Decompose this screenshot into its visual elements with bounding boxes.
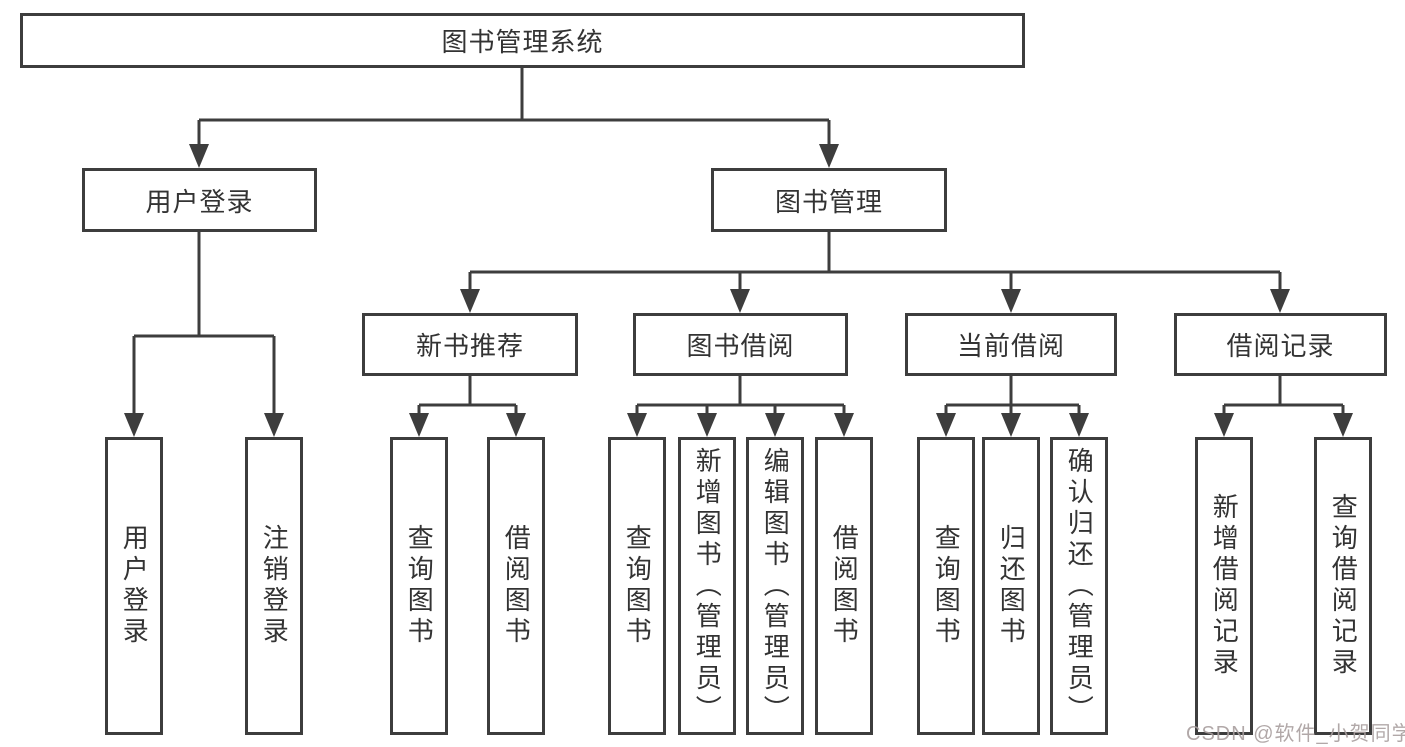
node-current-borrow-label: 当前借阅 [956,331,1065,361]
node-book-borrow-label: 图书借阅 [686,331,795,361]
node-book-management: 图书管理 [711,168,947,232]
leaf-logout-login-label: 注销登录 [259,524,290,648]
leaf-add-borrow-record-label: 新增借阅记录 [1209,493,1240,679]
leaf-return-books-label: 归还图书 [996,524,1027,648]
leaf-query-books-recommend: 查询图书 [390,437,448,735]
node-borrow-records: 借阅记录 [1174,313,1387,376]
leaf-borrow-books: 借阅图书 [815,437,873,735]
watermark-text: CSDN @软件_小贺同学 [1186,723,1405,745]
leaf-user-login: 用户登录 [105,437,163,735]
leaf-return-books: 归还图书 [982,437,1040,735]
leaf-borrow-books-label: 借阅图书 [829,524,860,648]
node-current-borrow: 当前借阅 [905,313,1117,376]
node-borrow-records-label: 借阅记录 [1226,331,1335,361]
leaf-edit-book-admin: 编辑图书（管理员） [746,437,804,735]
leaf-borrow-books-recommend: 借阅图书 [487,437,545,735]
node-library-system-label: 图书管理系统 [441,27,604,57]
leaf-query-borrow-record: 查询借阅记录 [1314,437,1372,735]
node-user-login-label: 用户登录 [145,186,254,217]
node-user-login: 用户登录 [82,168,317,232]
leaf-query-books-recommend-label: 查询图书 [404,524,435,648]
node-new-book-recommend: 新书推荐 [362,313,578,376]
node-book-management-label: 图书管理 [774,186,883,217]
leaf-add-book-admin-label: 新增图书（管理员） [692,446,723,726]
node-library-system: 图书管理系统 [20,13,1025,68]
leaf-query-books-current: 查询图书 [917,437,975,735]
node-new-book-recommend-label: 新书推荐 [415,331,524,361]
leaf-logout-login: 注销登录 [245,437,303,735]
leaf-query-borrow-record-label: 查询借阅记录 [1328,493,1359,679]
leaf-confirm-return-admin-label: 确认归还（管理员） [1064,446,1095,726]
leaf-add-borrow-record: 新增借阅记录 [1195,437,1253,735]
leaf-edit-book-admin-label: 编辑图书（管理员） [760,446,791,726]
leaf-borrow-books-recommend-label: 借阅图书 [501,524,532,648]
leaf-query-books-current-label: 查询图书 [931,524,962,648]
node-book-borrow: 图书借阅 [633,313,848,376]
leaf-query-books-borrow-label: 查询图书 [622,524,653,648]
leaf-query-books-borrow: 查询图书 [608,437,666,735]
leaf-user-login-label: 用户登录 [119,524,150,648]
leaf-add-book-admin: 新增图书（管理员） [678,437,736,735]
leaf-confirm-return-admin: 确认归还（管理员） [1050,437,1108,735]
